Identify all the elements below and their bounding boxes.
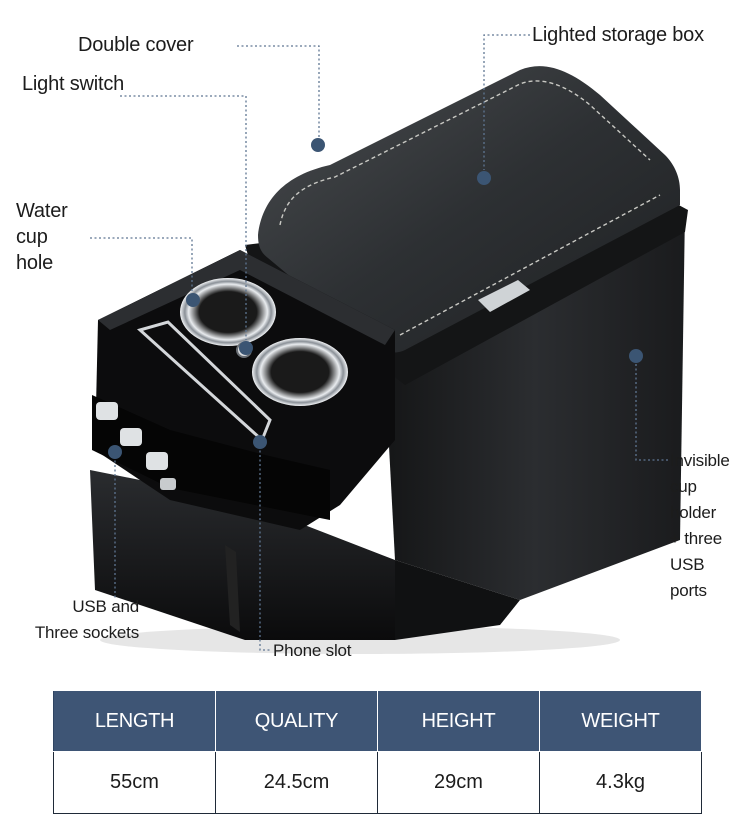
- spec-header-height: HEIGHT: [377, 690, 540, 752]
- label-light-switch: Light switch: [22, 73, 125, 95]
- marker-usb-sockets: [108, 445, 122, 459]
- leader-lines: [90, 34, 668, 651]
- marker-light-switch: [239, 341, 253, 355]
- spec-header-length: LENGTH: [53, 690, 216, 752]
- spec-value-length: 55cm: [53, 751, 216, 814]
- spec-value-row: 55cm 24.5cm 29cm 4.3kg: [53, 751, 702, 814]
- spec-value-weight: 4.3kg: [539, 751, 702, 814]
- label-invisible-cup-holder: Invisible cup holder + three USB ports: [670, 451, 730, 600]
- label-usb-sockets: USB and Three sockets: [34, 597, 139, 642]
- marker-phone-slot: [253, 435, 267, 449]
- marker-storage-box: [477, 171, 491, 185]
- label-double-cover: Double cover: [78, 34, 194, 56]
- spec-header-row: LENGTH QUALITY HEIGHT WEIGHT: [53, 690, 702, 752]
- spec-header-quality: QUALITY: [215, 690, 378, 752]
- marker-water-cup: [186, 293, 200, 307]
- spec-table: LENGTH QUALITY HEIGHT WEIGHT 55cm 24.5cm…: [53, 690, 702, 814]
- marker-double-cover: [311, 138, 325, 152]
- marker-invisible-holder: [629, 349, 643, 363]
- spec-value-quality: 24.5cm: [215, 751, 378, 814]
- label-phone-slot: Phone slot: [273, 641, 352, 660]
- label-water-cup-hole: Water cup hole: [16, 200, 68, 274]
- spec-value-height: 29cm: [377, 751, 540, 814]
- spec-header-weight: WEIGHT: [539, 690, 702, 752]
- label-lighted-storage-box: Lighted storage box: [532, 24, 704, 46]
- product-area: Double cover Lighted storage box Light s…: [16, 24, 730, 660]
